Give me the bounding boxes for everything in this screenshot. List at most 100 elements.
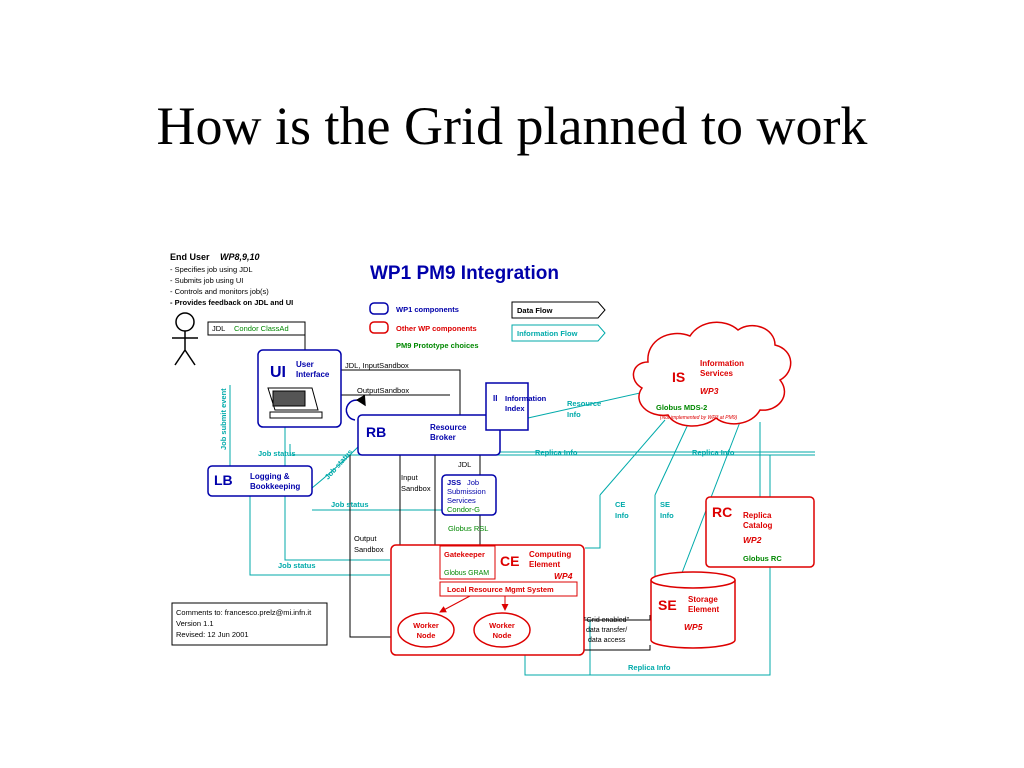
end-user: End User WP8,9,10 - Specifies job using …: [170, 252, 293, 366]
rc-box: [705, 496, 815, 568]
rb-component: RB Resource Broker: [345, 394, 501, 456]
flow-job-status-lower: [249, 495, 390, 576]
rc-label-2: Catalog: [743, 521, 772, 530]
legend-pm9-label: PM9 Prototype choices: [396, 341, 479, 350]
is-component: IS Information Services WP3 Globus MDS-2…: [632, 321, 792, 427]
legend: WP1 components Other WP components PM9 P…: [369, 301, 606, 350]
flow-labels: JDL, InputSandbox OutputSandbox Job subm…: [219, 361, 735, 672]
legend-info-flow-arrow: [511, 324, 606, 342]
rb-box: [357, 414, 501, 456]
legend-data-flow-arrow: [511, 301, 606, 319]
label-job-status-ce: Job status: [278, 561, 316, 570]
ii-box: [485, 382, 529, 431]
label-replica-info-bottom: Replica Info: [628, 663, 671, 672]
label-ce-info-2: Info: [615, 511, 629, 520]
is-globus: Globus MDS-2: [656, 403, 707, 412]
lb-abbr: LB: [214, 472, 233, 488]
ui-component: UI User Interface: [257, 349, 342, 428]
legend-wp1-swatch: [369, 302, 389, 315]
ce-label-1: Computing: [529, 550, 571, 559]
jss-box: [441, 474, 497, 516]
label-grid-enabled-3: data access: [588, 637, 626, 644]
is-wp: WP3: [700, 386, 719, 396]
lrms-box: [439, 581, 578, 597]
lb-component: LB Logging & Bookkeeping: [207, 465, 313, 497]
label-resource-info-2: Info: [567, 410, 581, 419]
rc-globus: Globus RC: [743, 554, 782, 563]
end-user-stick-figure: [172, 331, 198, 366]
ce-component: Gatekeeper Globus GRAM CE Computing Elem…: [390, 544, 585, 656]
se-wp: WP5: [684, 622, 703, 632]
ce-label-2: Element: [529, 560, 560, 569]
ii-label-2: Index: [505, 404, 525, 413]
rb-label-2: Broker: [430, 433, 456, 442]
lb-box: [207, 465, 313, 497]
legend-data-flow-label: Data Flow: [517, 306, 553, 315]
is-note: (Not implemented by WP3 at PM9): [660, 415, 738, 421]
flow-output-sandbox-ce: [349, 455, 410, 638]
se-label-1: Storage: [688, 595, 718, 604]
label-replica-info-right: Replica Info: [692, 448, 735, 457]
worker-node-1: [397, 612, 455, 648]
comments-line-3: Revised: 12 Jun 2001: [176, 630, 249, 639]
is-label-1: Information: [700, 359, 744, 368]
rb-label-1: Resource: [430, 423, 467, 432]
label-resource-info-1: Resource: [567, 399, 601, 408]
jdl-box-frame: [207, 321, 306, 336]
jss-condor: Condor-G: [447, 505, 480, 514]
ce-abbr: CE: [500, 553, 519, 569]
end-user-line-2: - Submits job using UI: [170, 276, 243, 285]
ii-label-1: Information: [505, 394, 547, 403]
jss-component: JSS Job Submission Services Condor-G: [441, 474, 497, 516]
ce-wp: WP4: [554, 571, 573, 581]
se-label-2: Element: [688, 605, 719, 614]
legend-other-swatch: [369, 321, 389, 334]
comments-box: Comments to: francesco.prelz@mi.infn.it …: [171, 602, 328, 646]
end-user-line-4: - Provides feedback on JDL and UI: [170, 298, 293, 307]
ui-label-2: Interface: [296, 370, 330, 379]
flow-job-status-rb-lb: [311, 444, 361, 489]
ce-gram: Globus GRAM: [444, 570, 489, 577]
label-globus-rsl: Globus RSL: [448, 524, 488, 533]
worker-node-2: [473, 612, 531, 648]
computer-terminal-icon: [267, 387, 323, 419]
label-output-sandbox: OutputSandbox: [357, 386, 409, 395]
jss-label-1: Job: [467, 478, 479, 487]
end-user-head: [175, 312, 195, 332]
gatekeeper-box: [439, 545, 496, 580]
jss-label-3: Services: [447, 496, 476, 505]
label-output-sandbox-2: Sandbox: [354, 545, 384, 554]
se-component: SE Storage Element WP5: [650, 571, 736, 649]
rc-label-1: Replica: [743, 511, 772, 520]
comments-frame: [171, 602, 328, 646]
flow-ce-info-a: [599, 419, 666, 496]
end-user-line-1: - Specifies job using JDL: [170, 265, 253, 274]
label-job-status-jss: Job status: [331, 500, 369, 509]
rc-wp: WP2: [743, 535, 762, 545]
worker-node-1-label-2: Node: [417, 631, 436, 640]
label-jdl-input-sandbox: JDL, InputSandbox: [345, 361, 409, 370]
end-user-label: End User: [170, 252, 210, 262]
slide-title: How is the Grid planned to work: [156, 96, 868, 156]
label-jdl: JDL: [458, 460, 471, 469]
legend-info-flow-label: Information Flow: [517, 329, 578, 338]
worker-node-2-label-2: Node: [493, 631, 512, 640]
end-user-wp: WP8,9,10: [220, 252, 260, 262]
is-abbr: IS: [672, 369, 685, 385]
end-user-line-3: - Controls and monitors job(s): [170, 287, 269, 296]
lb-label-1: Logging &: [250, 472, 290, 481]
flow-ce-info-b: [585, 495, 601, 549]
diagram-title: WP1 PM9 Integration: [370, 263, 559, 284]
jss-abbr: JSS: [447, 478, 461, 487]
ce-gatekeeper: Gatekeeper: [444, 550, 485, 559]
rc-abbr: RC: [712, 504, 732, 520]
is-cloud: [632, 321, 792, 427]
jss-label-2: Submission: [447, 487, 486, 496]
label-grid-enabled-2: data transfer/: [586, 627, 627, 634]
label-job-submit-event: Job submit event: [219, 388, 228, 450]
label-job-status-ui: Job status: [258, 449, 296, 458]
rb-abbr: RB: [366, 424, 386, 440]
legend-wp1-label: WP1 components: [396, 305, 459, 314]
jdl-box-jdl: JDL: [212, 324, 225, 333]
